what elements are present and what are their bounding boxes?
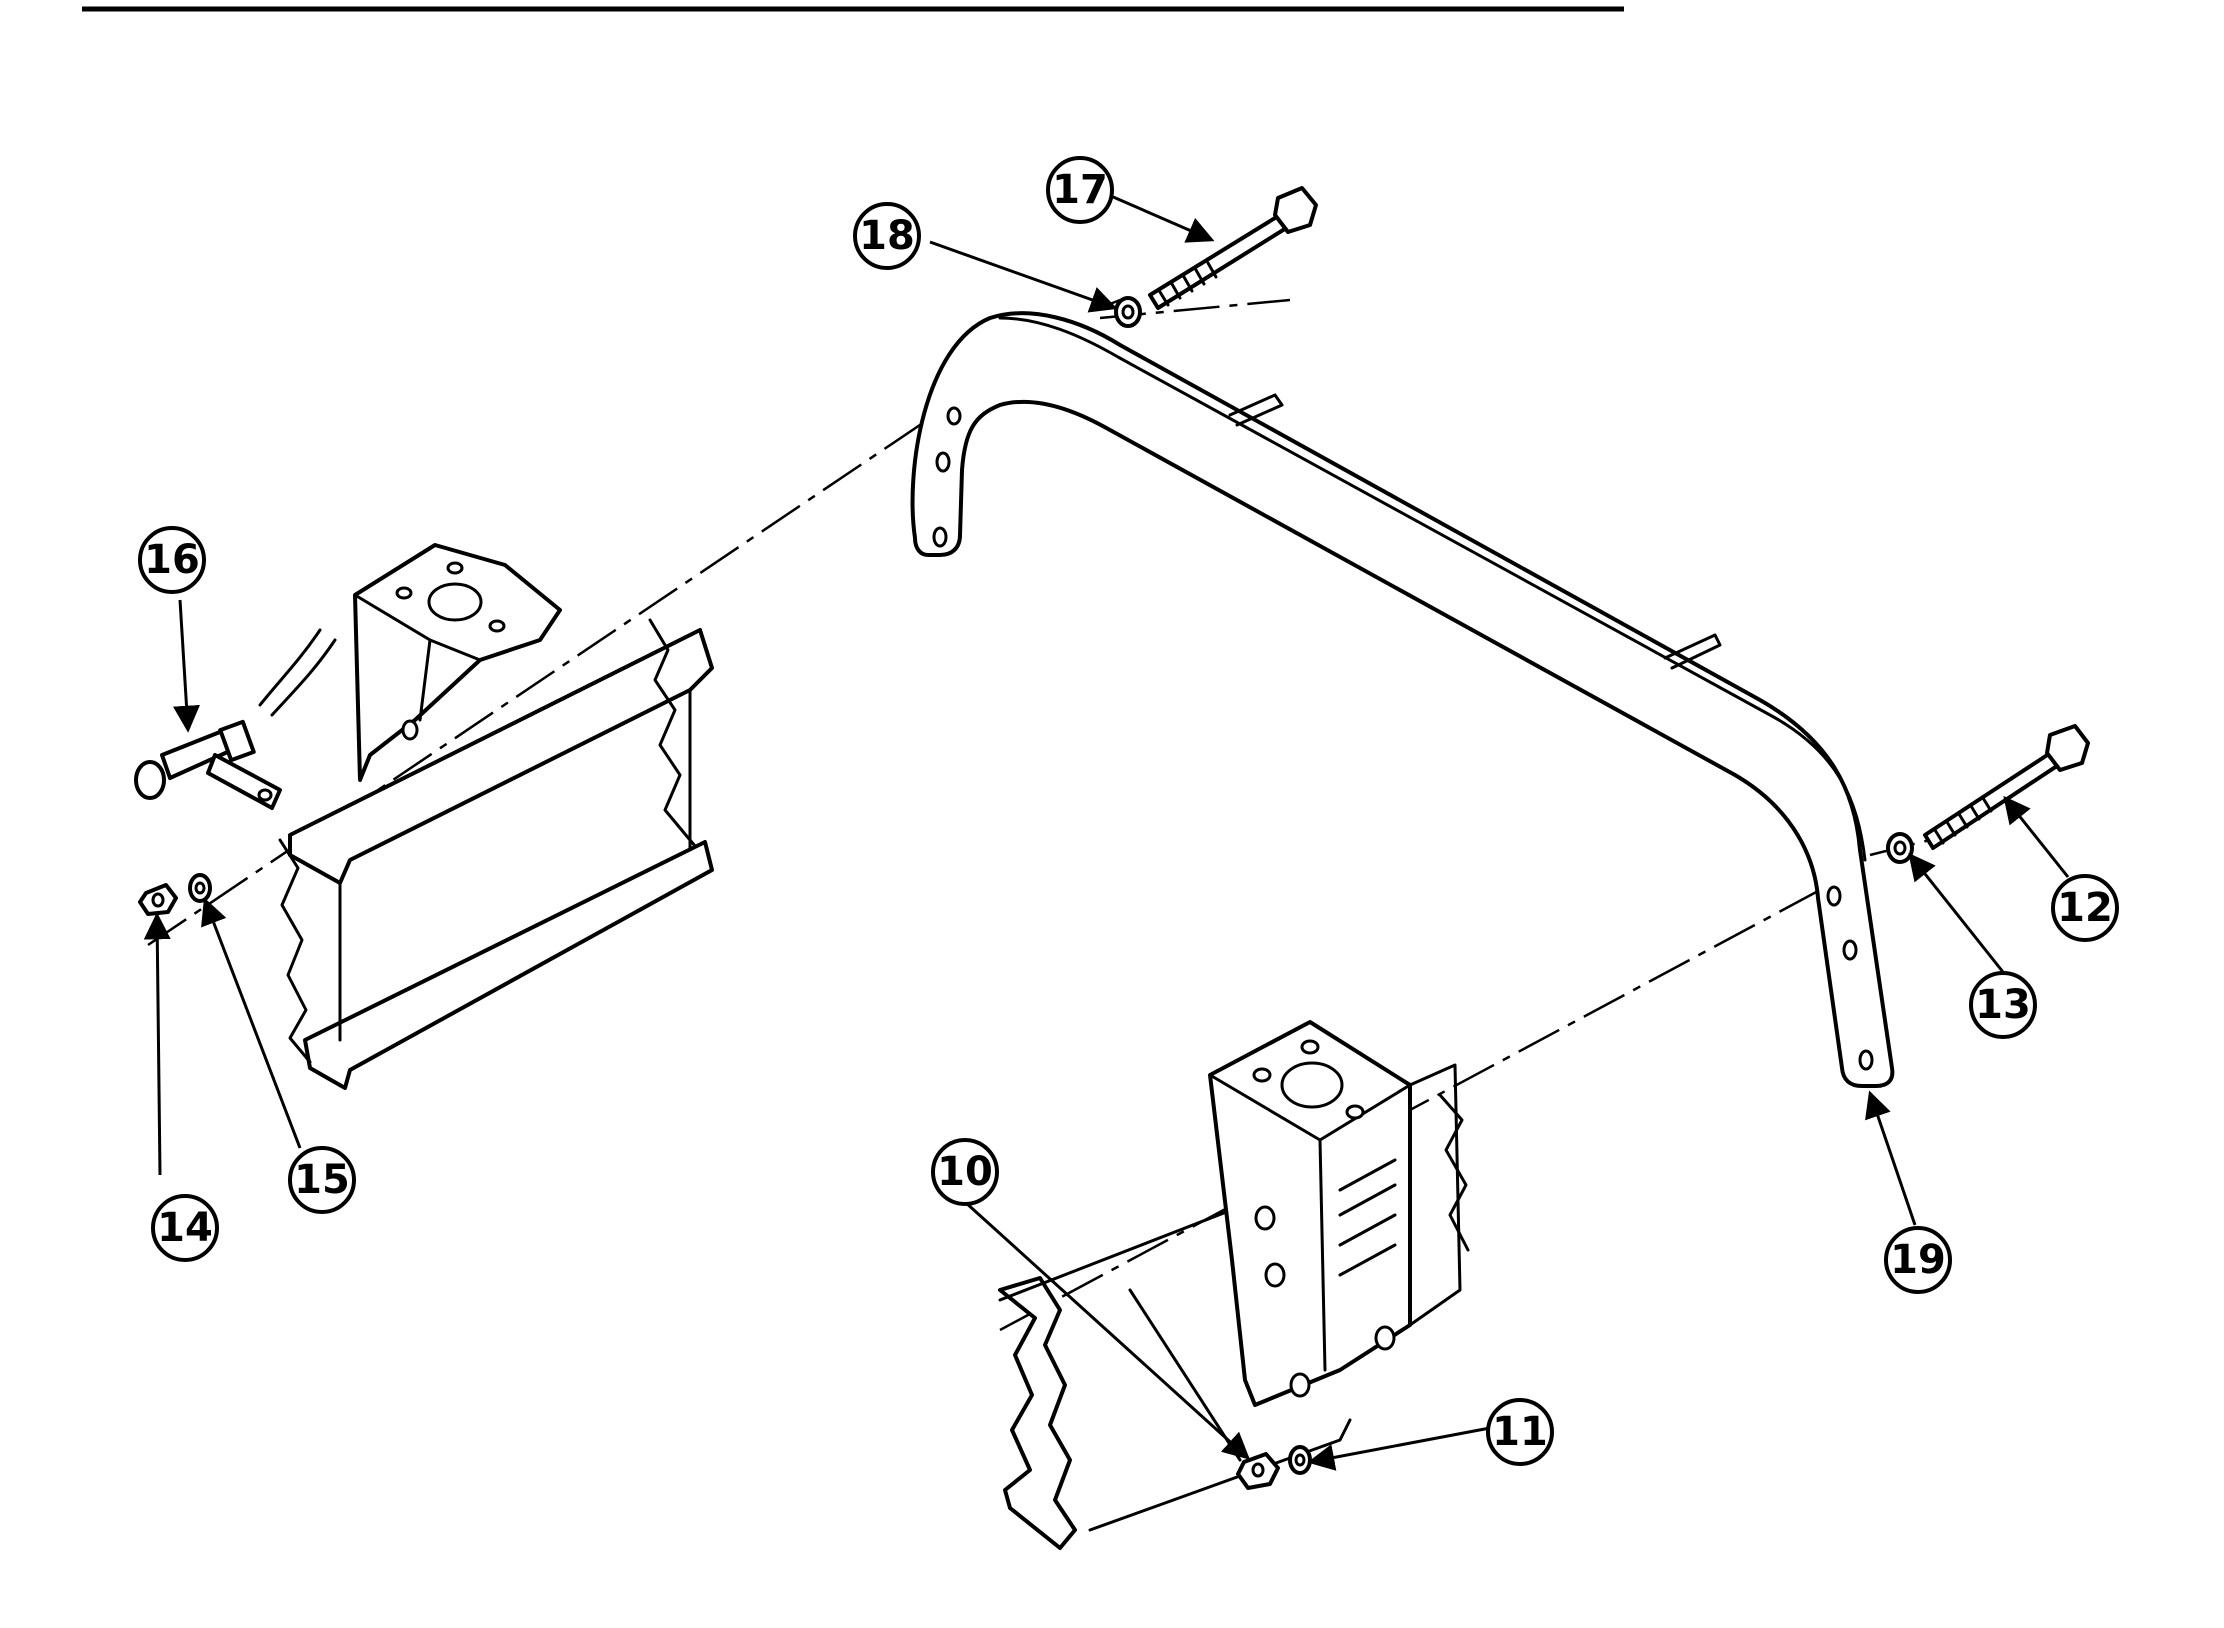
right-frame-rail [998, 1158, 1362, 1550]
nut-part-10 [1236, 1452, 1280, 1490]
nut-part-14 [138, 883, 178, 916]
leader-lines [143, 191, 2070, 1471]
callout-label: 17 [1052, 167, 1108, 213]
callout-label: 11 [1492, 1409, 1548, 1455]
callout-label: 14 [157, 1205, 213, 1251]
left-mounting-bracket [258, 543, 562, 782]
callout-label: 16 [144, 537, 200, 583]
callout-label: 10 [937, 1149, 993, 1195]
washer-part-11 [1288, 1445, 1312, 1475]
callout-10: 10 [931, 1138, 999, 1206]
callout-17: 17 [1046, 156, 1114, 224]
callout-19: 19 [1884, 1226, 1952, 1294]
callout-16: 16 [138, 526, 206, 594]
callout-11: 11 [1486, 1398, 1554, 1466]
callout-18: 18 [853, 202, 921, 270]
callout-13: 13 [1969, 971, 2037, 1039]
callout-14: 14 [151, 1194, 219, 1262]
callout-label: 12 [2057, 885, 2113, 931]
u-bracket-part-19 [910, 311, 1895, 1088]
callout-12: 12 [2051, 874, 2119, 942]
left-frame-rail [278, 618, 714, 1090]
callout-label: 13 [1975, 982, 2031, 1028]
washer-part-13 [1886, 832, 1914, 864]
washer-part-15 [188, 873, 212, 903]
bolt-part-17 [1148, 186, 1318, 310]
callout-label: 19 [1890, 1237, 1946, 1283]
bolt-part-12 [1923, 724, 2090, 850]
fitting-part-16 [134, 719, 282, 810]
right-mounting-bracket [1208, 1020, 1470, 1407]
callout-label: 18 [859, 213, 915, 259]
washer-part-18 [1114, 296, 1142, 328]
callout-15: 15 [288, 1146, 356, 1214]
callout-label: 15 [294, 1157, 350, 1203]
